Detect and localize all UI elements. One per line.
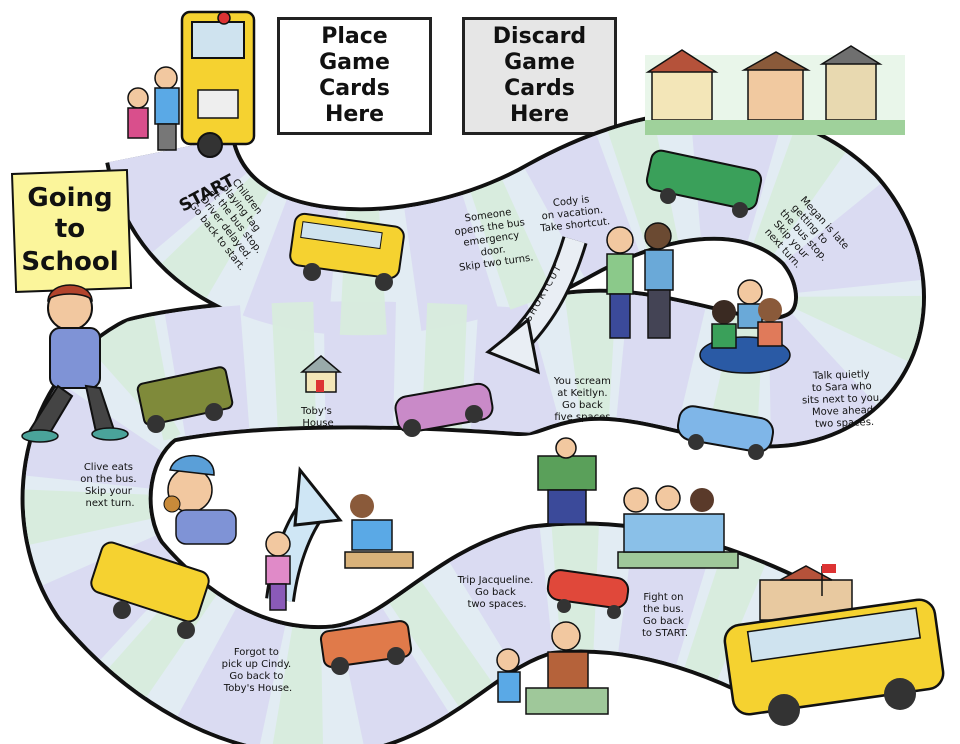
svg-text:Toby's House: Toby's House [300,406,335,429]
blue-car-illustration [676,405,775,460]
square-toby-line: Toby's [300,406,332,417]
square-cindy-line: Forgot to [234,647,279,658]
square-scream-line: at Keitlyn. [557,388,607,399]
svg-text:Fight on the bus.: Fight on the bus. Go back to START. [642,592,688,639]
square-sara-line: Move ahead [812,405,873,418]
teacher-illustration [496,621,609,715]
bus-lower-left-illustration [90,541,210,639]
sign-line: School [21,247,118,277]
kids-talking-illustration [606,222,674,339]
kids-at-bus-stop-illustration [127,66,180,151]
svg-text:You scream at Keitlyn.: You scream at Keitlyn. Go back five spac… [553,376,614,423]
square-trip-line: Go back [475,587,516,598]
square-scream-line: Go back [562,400,603,411]
pink-car-illustration [394,382,494,437]
square-sara-line: sits next to you. [802,393,883,407]
clive-eating-illustration [163,454,237,545]
school-bus-finish-illustration [723,598,945,726]
sign-line: Going [27,183,112,213]
svg-text:Clive eats on the bus.: Clive eats on the bus. Skip your next tu… [80,462,140,509]
board-path-tint [24,112,922,744]
square-cindy[interactable]: Forgot to pick up Cindy. Go back to Toby… [222,647,295,694]
square-cindy-line: Toby's House. [223,683,292,694]
square-clive-line: Clive eats [84,462,133,473]
place-game-cards-box[interactable]: Place Game Cards Here [277,17,432,135]
reading-student-illustration [537,437,597,525]
square-trip-line: Trip Jacqueline. [457,575,534,586]
neighborhood-houses-illustration [645,45,905,135]
square-sara-line: to Sara who [812,381,872,394]
friends-at-table-illustration [617,485,739,569]
green-station-wagon-illustration [645,149,763,218]
square-fight-line: Go back [643,616,684,627]
square-toby-line: House [302,418,333,429]
child-holding-sign-illustration [21,284,129,443]
red-car-illustration [546,569,630,619]
tobys-house-illustration [299,355,343,393]
square-scream-line: You scream [553,376,611,387]
svg-text:Trip Jacqueline. Go back: Trip Jacqueline. Go back two spaces. [457,575,537,610]
student-at-desk-illustration [344,494,414,569]
square-sara[interactable]: Talk quietly to Sara who sits next to yo… [801,369,887,431]
square-sara-line: two spaces. [815,417,874,430]
square-clive-line: next turn. [85,498,134,509]
square-emergency-line: door. [480,244,506,258]
yellow-bus-illustration [289,212,405,291]
square-cindy-line: pick up Cindy. [222,659,292,670]
square-cindy-line: Go back to [229,671,283,682]
square-toby[interactable]: Toby's House [300,406,335,429]
sign-line: to [55,214,85,244]
cindy-illustration [265,531,291,611]
square-fight-line: Fight on [643,592,683,603]
square-trip[interactable]: Trip Jacqueline. Go back two spaces. [457,575,537,610]
discard-game-cards-box[interactable]: Discard Game Cards Here [462,17,617,135]
square-trip-line: two spaces. [467,599,526,610]
square-sara-line: Talk quietly [812,369,870,382]
going-to-school-sign: Going to School [10,168,133,293]
square-fight-line: to START. [642,628,688,639]
kids-sitting-illustration [699,279,791,374]
start-bus-illustration [180,10,256,158]
army-truck-illustration [136,366,234,433]
square-cody-line: Cody is [552,194,589,209]
square-clive[interactable]: Clive eats on the bus. Skip your next tu… [80,462,140,509]
svg-text:Talk quietly to Sara who: Talk quietly to Sara who sits next to yo… [801,369,887,431]
square-clive-line: on the bus. [80,474,136,485]
pickup-truck-illustration [319,620,413,675]
square-fight-line: the bus. [643,604,684,615]
svg-text:Forgot to pick up Cindy.: Forgot to pick up Cindy. Go back to Toby… [222,647,295,694]
board-path-tint-mint [24,112,922,744]
square-scream-line: five spaces. [554,412,613,423]
square-clive-line: Skip your [85,486,133,497]
square-scream[interactable]: You scream at Keitlyn. Go back five spac… [553,376,614,423]
square-fight[interactable]: Fight on the bus. Go back to START. [642,592,688,639]
